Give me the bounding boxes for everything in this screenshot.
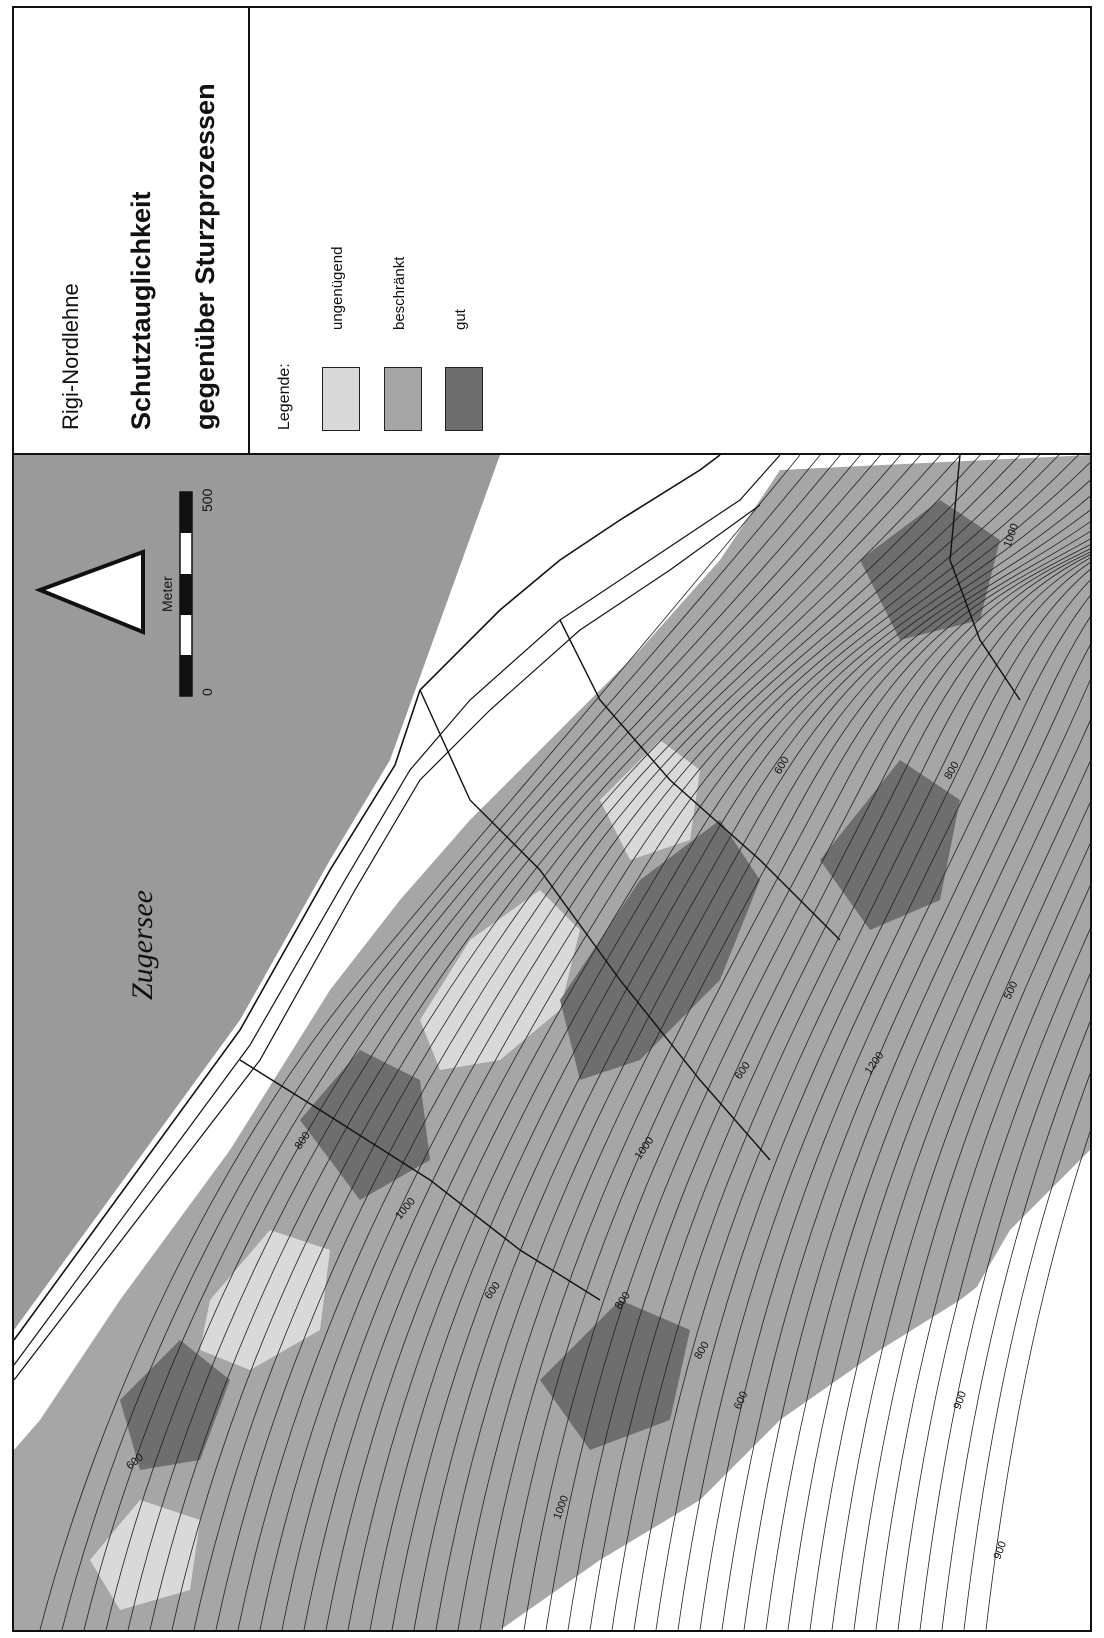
stream — [559, 619, 841, 941]
lake-zugersee — [14, 455, 500, 1330]
stream — [419, 689, 771, 1161]
scale-unit-label: Meter — [159, 576, 175, 612]
contour-line — [237, 455, 981, 1630]
contour-line — [303, 455, 1040, 1630]
zone-ungenuegend — [600, 740, 700, 860]
stream — [239, 1059, 601, 1301]
zone-gut — [820, 760, 960, 930]
contour-line — [193, 455, 941, 1630]
contour-line — [963, 1072, 1090, 1630]
contour-line — [699, 595, 1090, 1630]
contour-lines — [39, 455, 1090, 1630]
zone-ungenuegend — [420, 890, 580, 1070]
contour-line — [39, 455, 801, 1630]
contour-line — [765, 680, 1090, 1630]
contour-line — [61, 455, 821, 1630]
contour-line — [479, 531, 1090, 1630]
legend-swatch-beschraenkt — [384, 367, 422, 431]
contour-line — [677, 579, 1090, 1630]
contour-line — [655, 569, 1090, 1630]
north-arrow-icon — [34, 549, 145, 635]
scale-end-label: 500 — [199, 488, 215, 512]
contour-line — [787, 720, 1090, 1630]
open-terrain — [820, 1150, 1090, 1630]
contour-line — [875, 885, 1090, 1630]
contour-line — [567, 551, 1090, 1630]
contour-line — [127, 455, 882, 1630]
zone-gut — [540, 1300, 690, 1450]
contour-line — [215, 455, 961, 1630]
contour-label: 900 — [952, 1390, 970, 1411]
contour-line — [149, 455, 902, 1630]
legend-swatch-ungenuegend — [322, 367, 360, 431]
scale-start-label: 0 — [199, 688, 215, 696]
zone-gut — [120, 1340, 230, 1470]
legend-swatch-gut — [445, 367, 483, 431]
contour-line — [325, 455, 1060, 1630]
contour-line — [611, 557, 1090, 1630]
contour-line — [435, 509, 1090, 1630]
road — [14, 504, 761, 1381]
contour-label: 900 — [992, 1540, 1010, 1561]
scale-bar — [179, 491, 193, 697]
road — [14, 455, 781, 1366]
contour-line — [391, 479, 1090, 1630]
lake-label: Zugersee — [126, 890, 159, 1000]
contour-line — [369, 462, 1090, 1630]
contour-line — [633, 562, 1090, 1630]
contour-line — [83, 455, 841, 1630]
contour-line — [853, 843, 1090, 1630]
contour-line — [259, 455, 1001, 1630]
contour-line — [743, 644, 1090, 1630]
contour-line — [171, 455, 922, 1630]
header-divider — [12, 453, 1092, 455]
contour-line — [589, 554, 1090, 1630]
zone-gut — [860, 500, 1000, 640]
contour-line — [281, 455, 1021, 1630]
contour-line — [897, 928, 1090, 1630]
contour-line — [809, 761, 1090, 1630]
zone-gut — [560, 820, 760, 1080]
contour-line — [501, 538, 1090, 1630]
contour-line — [347, 455, 1079, 1630]
contour-line — [413, 495, 1090, 1630]
stream — [949, 455, 1021, 701]
contour-line — [457, 521, 1090, 1630]
title-legend-divider — [248, 6, 250, 454]
contour-line — [831, 801, 1090, 1630]
zone-ungenuegend — [200, 1230, 330, 1370]
contour-line — [105, 455, 861, 1630]
contour-line — [919, 973, 1090, 1630]
contour-line — [985, 1130, 1090, 1630]
contour-line — [545, 548, 1090, 1630]
contour-line — [721, 616, 1090, 1630]
zone-gut — [300, 1050, 430, 1200]
zone-ungenuegend — [90, 1500, 200, 1610]
map-frame — [12, 6, 1092, 1632]
contour-line — [941, 1020, 1090, 1630]
contour-line — [523, 544, 1090, 1630]
shoreline — [14, 455, 721, 1341]
